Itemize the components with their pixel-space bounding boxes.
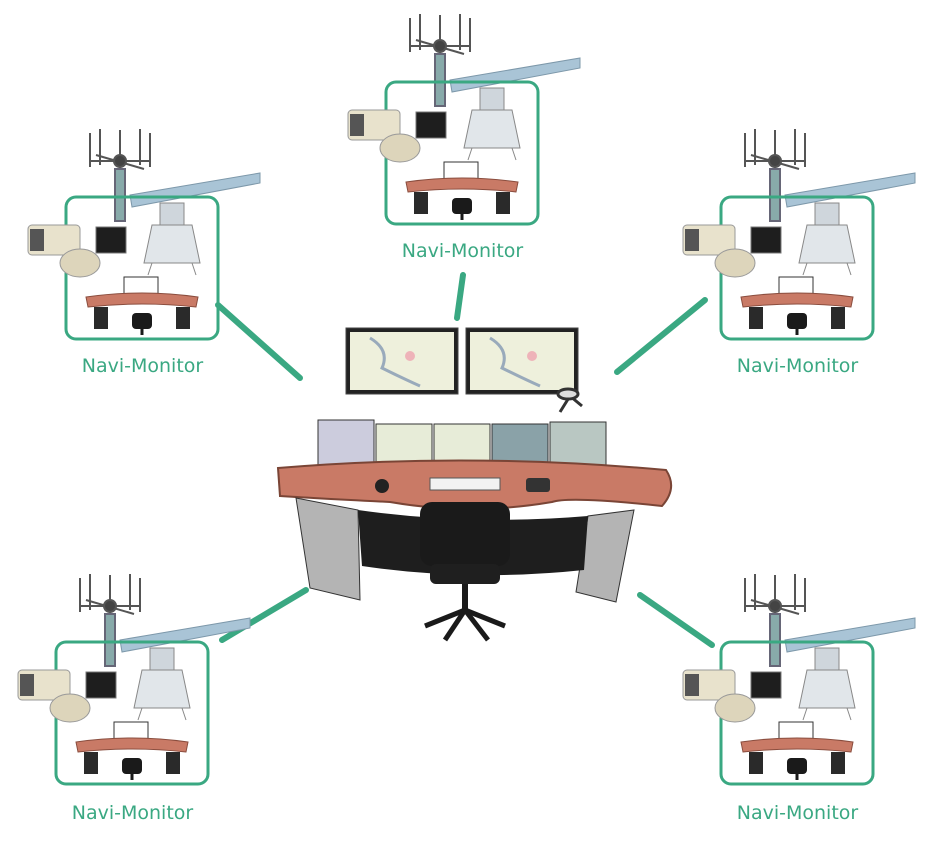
monitor-icon <box>750 226 782 254</box>
trackball-icon <box>526 478 550 492</box>
central-console <box>270 320 680 650</box>
console-desk-icon <box>75 721 189 780</box>
camera-icon <box>682 669 756 723</box>
antenna-mast-icon <box>744 129 806 222</box>
node-lower-right: Navi-Monitor <box>675 570 920 830</box>
large-chart-display-right <box>465 327 579 395</box>
central-console-illustration <box>276 327 673 642</box>
microphone-icon <box>375 479 389 493</box>
connector-lower-left <box>219 587 309 643</box>
antenna-mast-icon <box>409 14 471 107</box>
radar-transceiver-icon <box>463 87 521 161</box>
node-upper-right: Navi-Monitor <box>675 125 920 385</box>
antenna-mast-icon <box>89 129 151 222</box>
antenna-mast-icon <box>744 574 806 667</box>
connector-upper-left <box>215 302 303 381</box>
camera-icon <box>27 224 101 278</box>
connector-top <box>454 272 466 321</box>
console-desk-icon <box>405 161 519 220</box>
antenna-mast-icon <box>79 574 141 667</box>
monitor-icon <box>85 671 117 699</box>
camera-icon <box>17 669 91 723</box>
camera-icon <box>347 109 421 163</box>
node-label: Navi-Monitor <box>81 355 204 377</box>
camera-icon <box>682 224 756 278</box>
node-top: Navi-Monitor <box>340 10 585 270</box>
radar-antenna-icon <box>119 617 251 653</box>
station-illustration <box>682 129 916 341</box>
console-desk-icon <box>740 276 854 335</box>
monitor-icon <box>95 226 127 254</box>
console-desk-icon <box>740 721 854 780</box>
station-illustration <box>17 574 251 786</box>
camera-controller-icon <box>556 387 583 413</box>
keyboard-icon <box>429 477 501 491</box>
connector-upper-right <box>614 297 708 375</box>
radar-transceiver-icon <box>133 647 191 721</box>
station-illustration <box>682 574 916 786</box>
radar-transceiver-icon <box>798 202 856 276</box>
node-label: Navi-Monitor <box>736 802 859 824</box>
node-label: Navi-Monitor <box>736 355 859 377</box>
station-illustration <box>347 14 581 226</box>
radar-transceiver-icon <box>798 647 856 721</box>
node-label: Navi-Monitor <box>401 240 524 262</box>
radar-antenna-icon <box>449 57 581 93</box>
console-desk-icon <box>85 276 199 335</box>
monitor-icon <box>415 111 447 139</box>
radar-antenna-icon <box>129 172 261 208</box>
radar-antenna-icon <box>784 617 916 653</box>
station-illustration <box>27 129 261 341</box>
console-monitor-row <box>317 419 607 469</box>
node-label: Navi-Monitor <box>71 802 194 824</box>
large-chart-display-left <box>345 327 459 395</box>
connector-lower-right <box>637 592 715 648</box>
node-upper-left: Navi-Monitor <box>20 125 265 385</box>
radar-transceiver-icon <box>143 202 201 276</box>
monitor-icon <box>750 671 782 699</box>
node-lower-left: Navi-Monitor <box>10 570 255 830</box>
radar-antenna-icon <box>784 172 916 208</box>
operator-chair-icon <box>420 502 510 642</box>
